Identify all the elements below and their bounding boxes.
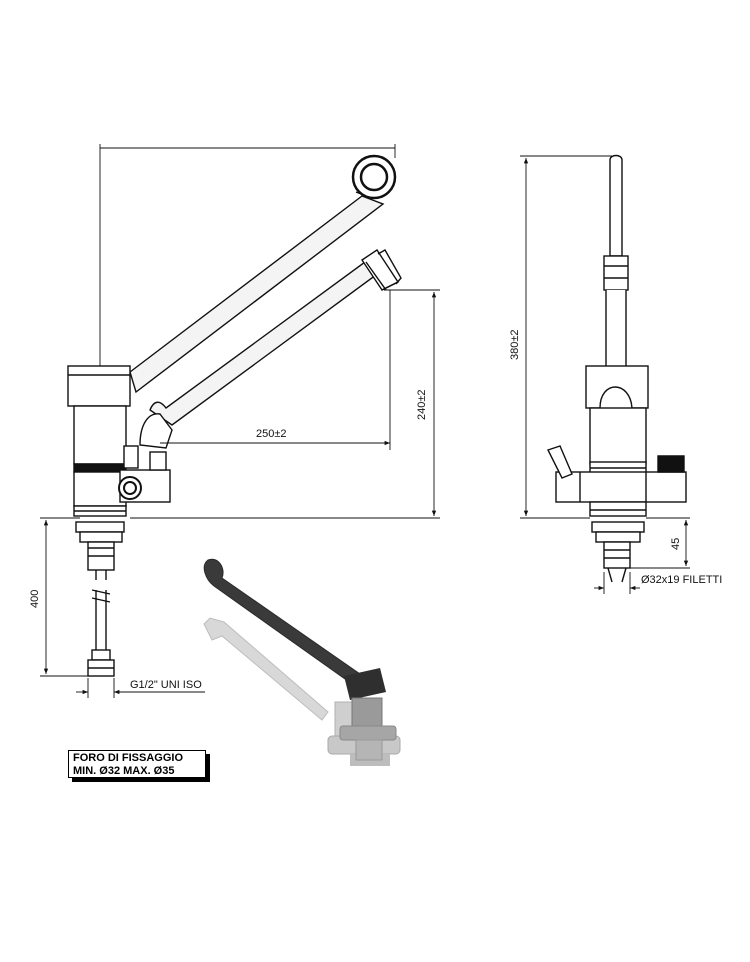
dim-hose-connector: G1/2" UNI ISO bbox=[130, 679, 202, 691]
front-view bbox=[547, 154, 687, 583]
note-line-2: MIN. Ø32 MAX. Ø35 bbox=[73, 765, 175, 777]
note-line-1: FORO DI FISSAGGIO bbox=[73, 752, 184, 764]
dim-shank-length: 45 bbox=[670, 538, 682, 550]
front-dimensions bbox=[520, 155, 690, 594]
front-shank bbox=[591, 521, 645, 583]
side-view bbox=[67, 154, 402, 677]
dim-total-height: 380±2 bbox=[509, 329, 521, 360]
spout bbox=[139, 249, 402, 449]
dim-reach: 250±2 bbox=[256, 428, 287, 440]
front-body bbox=[547, 365, 687, 517]
mixer-body bbox=[67, 365, 171, 517]
product-photo bbox=[203, 558, 401, 766]
shank bbox=[75, 521, 125, 580]
dim-thread: Ø32x19 FILETTI bbox=[641, 574, 722, 586]
lever-handle bbox=[129, 154, 397, 394]
flexible-hose bbox=[87, 589, 115, 677]
side-dimensions bbox=[40, 144, 440, 698]
mounting-hole-note: FORO DI FISSAGGIO MIN. Ø32 MAX. Ø35 bbox=[68, 750, 206, 778]
dim-flexible-hose: 400 bbox=[29, 590, 41, 608]
dim-spout-height: 240±2 bbox=[416, 389, 428, 420]
